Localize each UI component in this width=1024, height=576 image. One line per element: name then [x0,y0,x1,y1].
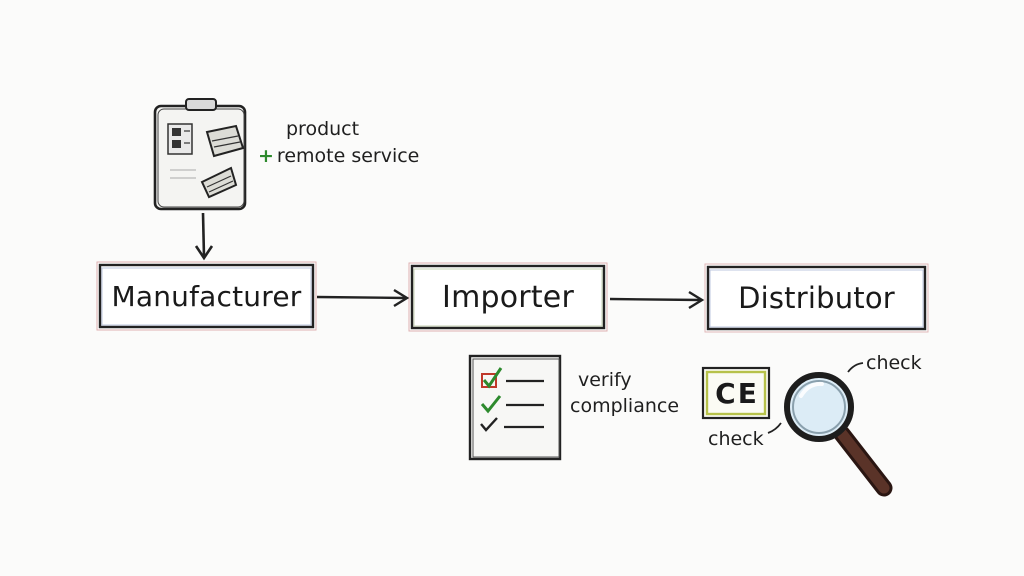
checklist-icon [468,354,562,461]
check-top-leader [847,362,864,373]
arrow-importer-to-distributor [609,290,705,310]
check-bottom-note: check [708,428,764,450]
remote-service-note: +remote service [258,145,420,168]
importer-box-frame [408,262,608,332]
importer-label: Importer [442,279,574,315]
plus-sign: + [258,145,274,167]
manufacturer-label: Manufacturer [111,279,302,313]
magnifying-glass-icon [784,372,893,497]
verify-note: verify [578,369,632,391]
arrow-clipboard-to-manufacturer [194,212,214,261]
manufacturer-box-frame [96,261,317,331]
ce-mark-icon: CE [715,376,759,410]
check-bottom-leader [767,422,782,434]
arrow-manufacturer-to-importer [316,288,410,308]
clipboard-icon [153,98,247,211]
product-note: product [286,118,360,140]
distributor-label: Distributor [738,281,895,315]
check-top-note: check [866,352,922,374]
ce-mark-frame [701,366,771,420]
distributor-box-frame [704,263,929,333]
remote-service-text: remote service [276,145,420,167]
compliance-note: compliance [570,395,680,417]
